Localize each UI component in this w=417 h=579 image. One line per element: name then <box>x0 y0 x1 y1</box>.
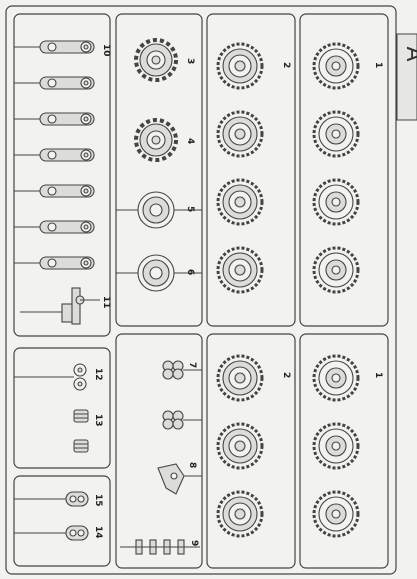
part-label-5: 5 <box>185 206 195 212</box>
sprocket-4 <box>134 118 178 162</box>
runner-col-2 <box>115 13 203 327</box>
part-label-2: 2 <box>281 62 291 68</box>
part-label-7: 7 <box>187 362 197 368</box>
part-label-15: 15 <box>93 494 103 507</box>
part-11 <box>20 287 100 325</box>
road-wheel-2-lower-2 <box>216 422 264 470</box>
part-12 <box>14 363 87 391</box>
sprue-letter: A <box>401 46 417 61</box>
road-wheel-2-lower-1 <box>216 354 264 402</box>
sprue-letter-tab: A <box>396 33 417 121</box>
road-wheel-1-row4 <box>312 246 360 294</box>
part-label-11: 11 <box>101 296 111 309</box>
runner-col-1 <box>13 13 111 337</box>
hub-6 <box>116 254 202 292</box>
part-9 <box>120 539 200 555</box>
part-label-9: 9 <box>189 540 199 546</box>
road-wheel-1-lower-2 <box>312 422 360 470</box>
sprue-frame <box>5 5 397 575</box>
road-wheel-2-row2 <box>216 110 264 158</box>
part-label-3: 3 <box>185 58 195 64</box>
arm-parts-10 <box>14 40 95 270</box>
road-wheel-1-row3 <box>312 178 360 226</box>
road-wheel-1-row1 <box>312 42 360 90</box>
runner-col-3b <box>206 333 296 569</box>
part-label-8: 8 <box>187 462 197 468</box>
part-label-13: 13 <box>93 414 103 427</box>
part-label-6: 6 <box>185 269 195 275</box>
part-13 <box>73 409 89 453</box>
part-label-2-lower: 2 <box>281 372 291 378</box>
runner-box-12 <box>13 347 111 469</box>
part-label-14: 14 <box>93 526 103 539</box>
part-7 <box>162 360 202 430</box>
part-label-10: 10 <box>101 44 111 57</box>
runner-box-14 <box>13 475 111 567</box>
sprocket-3 <box>134 38 178 82</box>
part-15 <box>14 491 89 507</box>
road-wheel-2-row1 <box>216 42 264 90</box>
road-wheel-2-lower-3 <box>216 490 264 538</box>
part-label-4: 4 <box>185 138 195 144</box>
runner-col-4 <box>299 13 389 327</box>
part-8 <box>157 463 202 495</box>
part-14 <box>14 525 89 541</box>
part-label-1-lower: 1 <box>373 372 383 378</box>
part-label-1: 1 <box>373 62 383 68</box>
runner-col-3 <box>206 13 296 327</box>
road-wheel-1-row2 <box>312 110 360 158</box>
part-label-12: 12 <box>93 368 103 381</box>
road-wheel-1-lower-3 <box>312 490 360 538</box>
runner-col-4b <box>299 333 389 569</box>
road-wheel-1-lower-1 <box>312 354 360 402</box>
road-wheel-2-row3 <box>216 178 264 226</box>
road-wheel-2-row4 <box>216 246 264 294</box>
hub-5 <box>116 191 202 229</box>
runner-col-2b <box>115 333 203 569</box>
